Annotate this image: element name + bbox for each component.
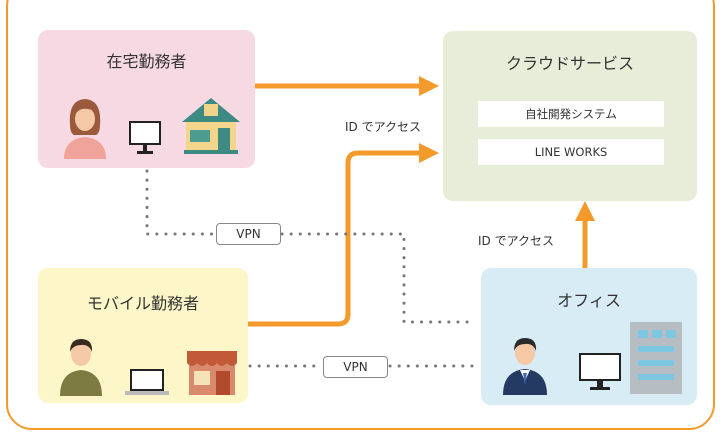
service-line-works: LINE WORKS: [478, 139, 664, 165]
laptop-icon: [125, 369, 169, 395]
vpn-badge-1: VPN: [216, 223, 281, 245]
office-title: オフィス: [557, 291, 621, 310]
cloud-service-title: クラウドサービス: [505, 54, 634, 73]
id-access-label-2: ID でアクセス: [478, 234, 554, 248]
mobile-worker-title: モバイル勤務者: [86, 294, 199, 313]
house-icon: [182, 98, 240, 154]
vpn-badge-2: VPN: [323, 356, 388, 378]
woman-icon: [64, 99, 106, 159]
vpn-line-home-office: [145, 169, 477, 324]
id-access-label-1: ID でアクセス: [345, 120, 421, 134]
businessman-icon: [503, 338, 547, 395]
monitor-icon: [129, 121, 161, 154]
shop-icon: [187, 351, 237, 395]
man-icon: [60, 339, 102, 396]
office-building-icon: [630, 322, 682, 394]
remote-worker-title: 在宅勤務者: [106, 52, 187, 71]
outer-frame: [6, 0, 715, 430]
monitor-icon: [579, 353, 621, 390]
service-in-house-system: 自社開発システム: [478, 101, 664, 127]
arrow-mobile-to-cloud: [248, 143, 440, 327]
